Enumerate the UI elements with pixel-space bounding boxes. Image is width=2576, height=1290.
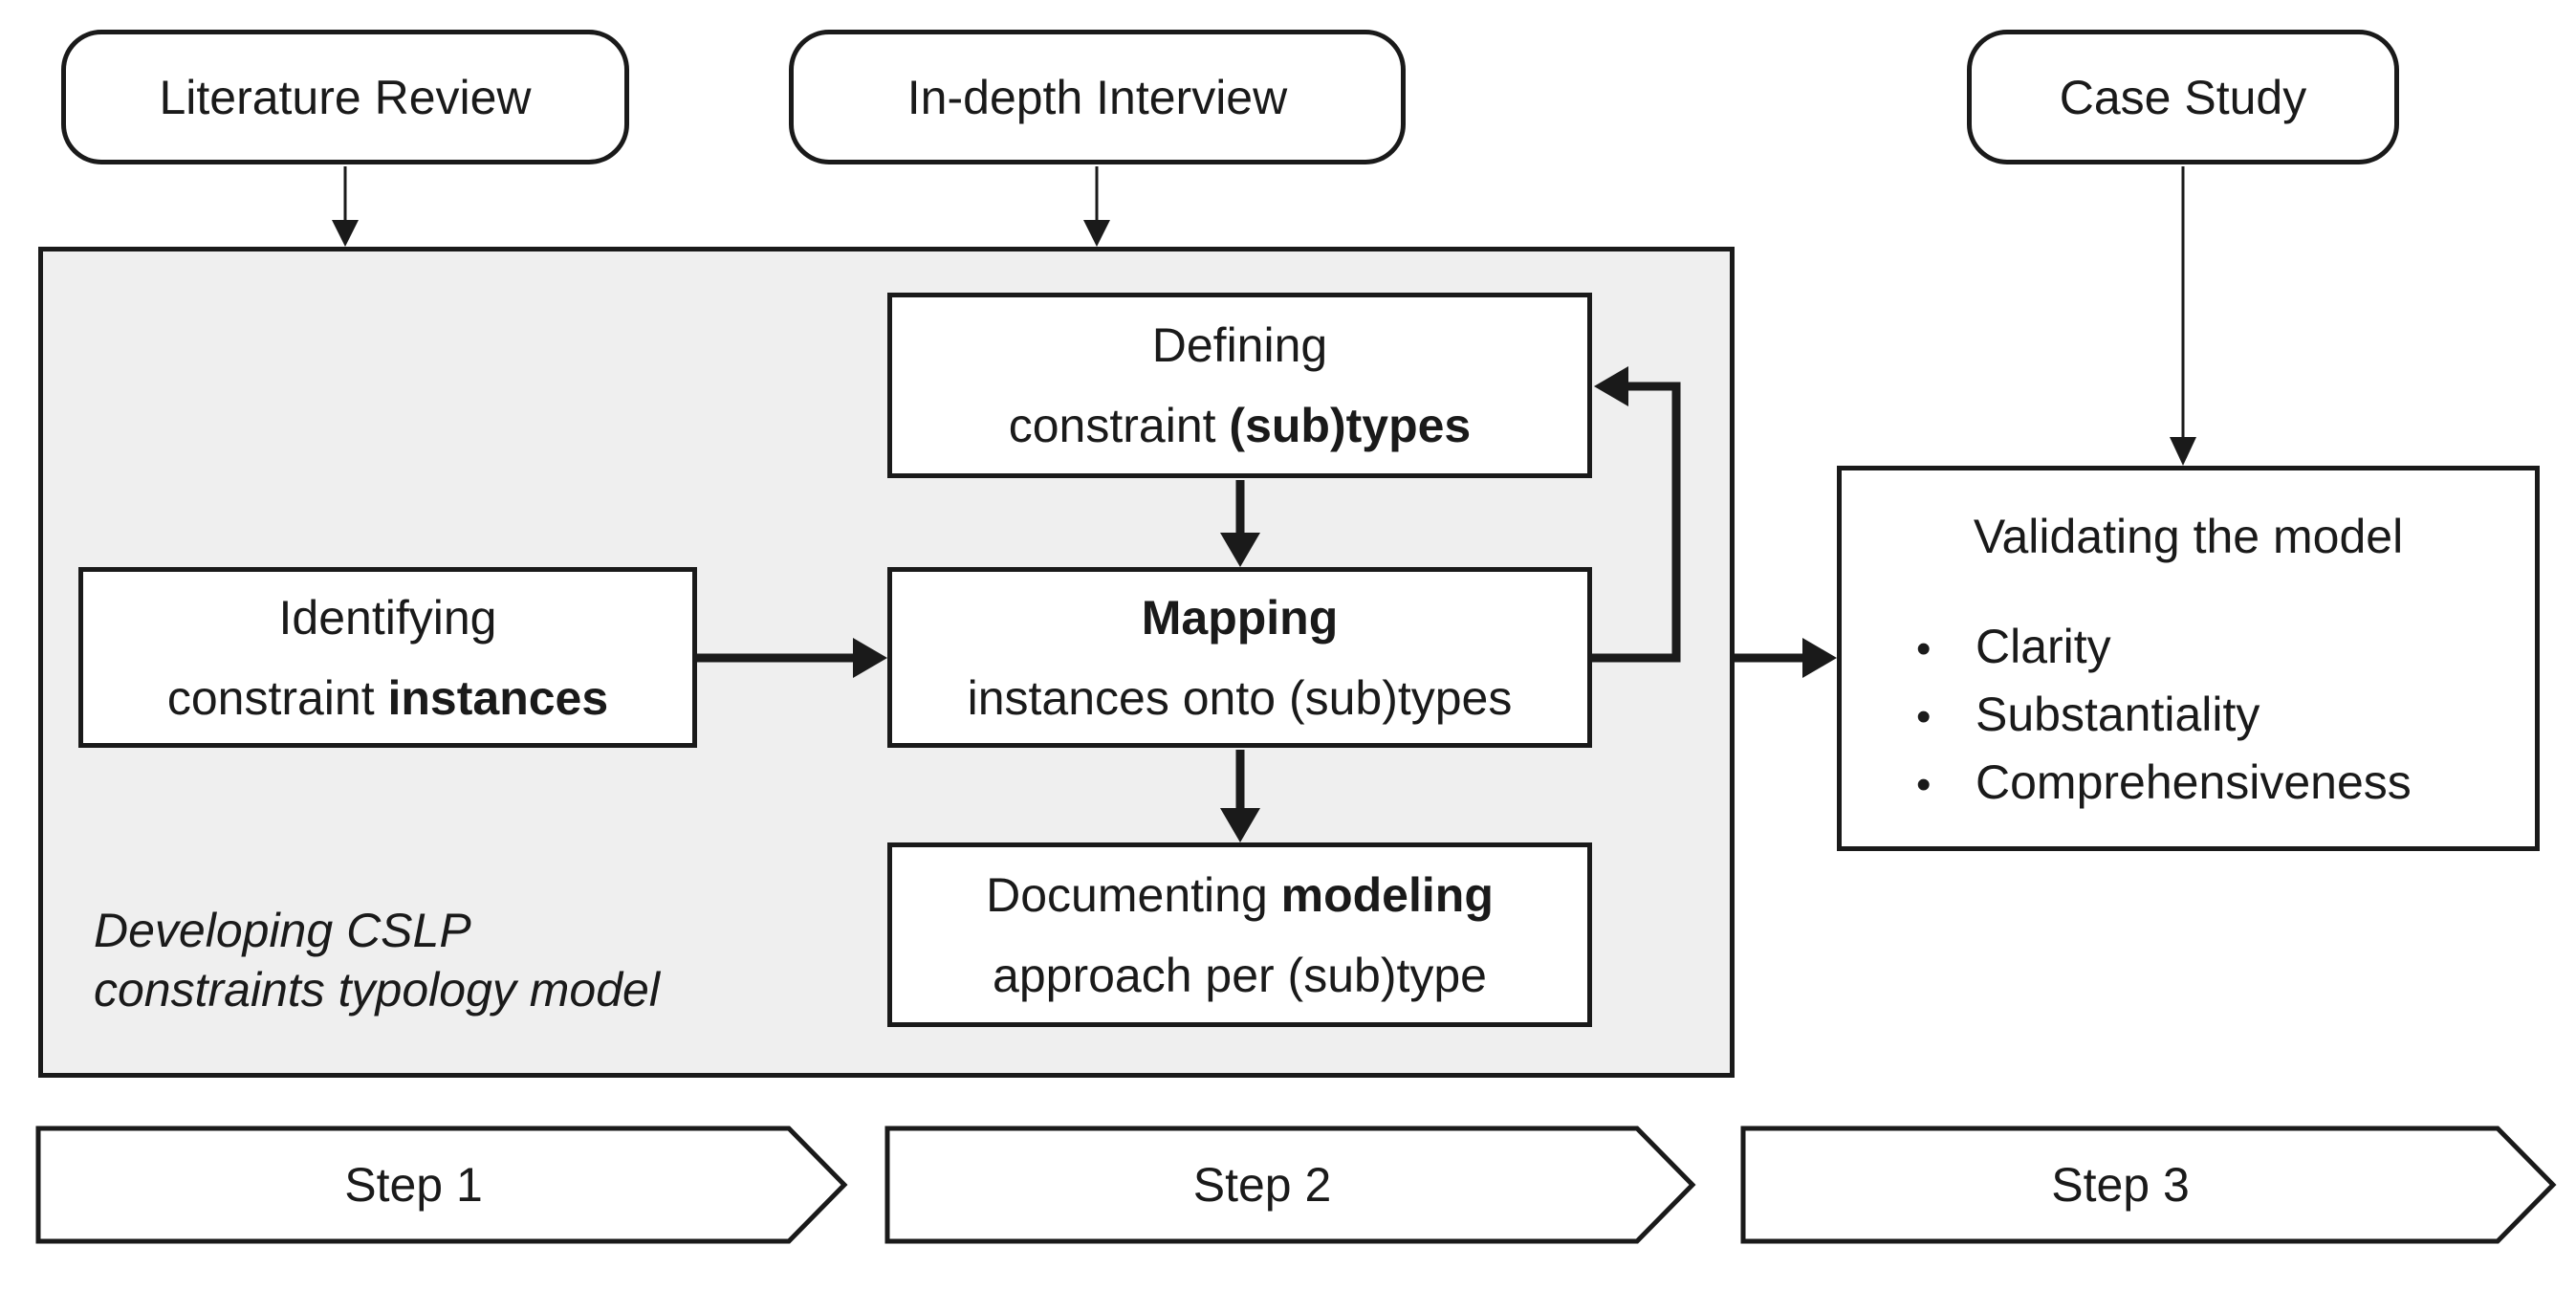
arrow-identifying-to-mapping <box>697 638 887 678</box>
bullet-label: Substantiality <box>1976 688 2260 741</box>
arrow-defining-to-mapping <box>1220 480 1260 567</box>
arrow-literature-review-down <box>332 166 359 247</box>
node-line: Documenting modeling <box>986 867 1494 922</box>
node-defining: Defining constraint (sub)types <box>887 293 1592 478</box>
validation-title: Validating the model <box>1973 510 2404 563</box>
step-chevron-2 <box>884 1126 1696 1244</box>
step-label-2: Step 2 <box>1192 1158 1332 1212</box>
arrow-mapping-to-documenting <box>1220 750 1260 842</box>
step-label-1: Step 1 <box>344 1158 483 1212</box>
bullet-item: • Substantiality <box>1916 682 2535 750</box>
step-chevron-3 <box>1740 1126 2557 1244</box>
arrow-case-study-down <box>2170 166 2196 466</box>
step-chevron-1 <box>35 1126 848 1244</box>
process-caption-line2: constraints typology model <box>94 963 660 1017</box>
arrow-process-to-validation <box>1733 638 1837 678</box>
bullet-label: Comprehensiveness <box>1976 755 2412 809</box>
source-box-literature-review: Literature Review <box>61 30 629 164</box>
bullet-dot: • <box>1916 625 1932 672</box>
node-line: instances onto (sub)types <box>967 670 1513 725</box>
arrow-feedback-mapping-to-defining <box>1592 366 1681 663</box>
node-line: Mapping <box>1141 590 1339 645</box>
process-caption: Developing CSLP constraints typology mod… <box>94 901 660 1019</box>
validation-box: Validating the model • Clarity • Substan… <box>1837 466 2540 851</box>
node-line: Identifying <box>278 590 497 645</box>
bullet-label: Clarity <box>1976 620 2111 673</box>
node-line: constraint (sub)types <box>1008 399 1472 452</box>
source-label: In-depth Interview <box>906 70 1288 124</box>
node-documenting: Documenting modeling approach per (sub)t… <box>887 842 1592 1027</box>
source-box-interview: In-depth Interview <box>789 30 1406 164</box>
bullet-item: • Clarity <box>1916 614 2535 682</box>
node-line: constraint instances <box>166 670 609 725</box>
source-box-case-study: Case Study <box>1967 30 2399 164</box>
validation-bullet-list: • Clarity • Substantiality • Comprehensi… <box>1842 614 2535 818</box>
bullet-item: • Comprehensiveness <box>1916 750 2535 818</box>
bullet-dot: • <box>1916 761 1932 808</box>
source-label: Literature Review <box>159 70 532 124</box>
step-label-3: Step 3 <box>2051 1158 2190 1212</box>
node-mapping: Mapping instances onto (sub)types <box>887 567 1592 748</box>
arrow-interview-down <box>1083 166 1110 247</box>
bullet-dot: • <box>1916 693 1932 740</box>
process-caption-line1: Developing CSLP <box>94 904 471 957</box>
node-line: Defining <box>1151 318 1328 372</box>
node-identifying: Identifying constraint instances <box>78 567 697 748</box>
source-label: Case Study <box>2059 70 2307 124</box>
node-line: approach per (sub)type <box>993 948 1487 1002</box>
